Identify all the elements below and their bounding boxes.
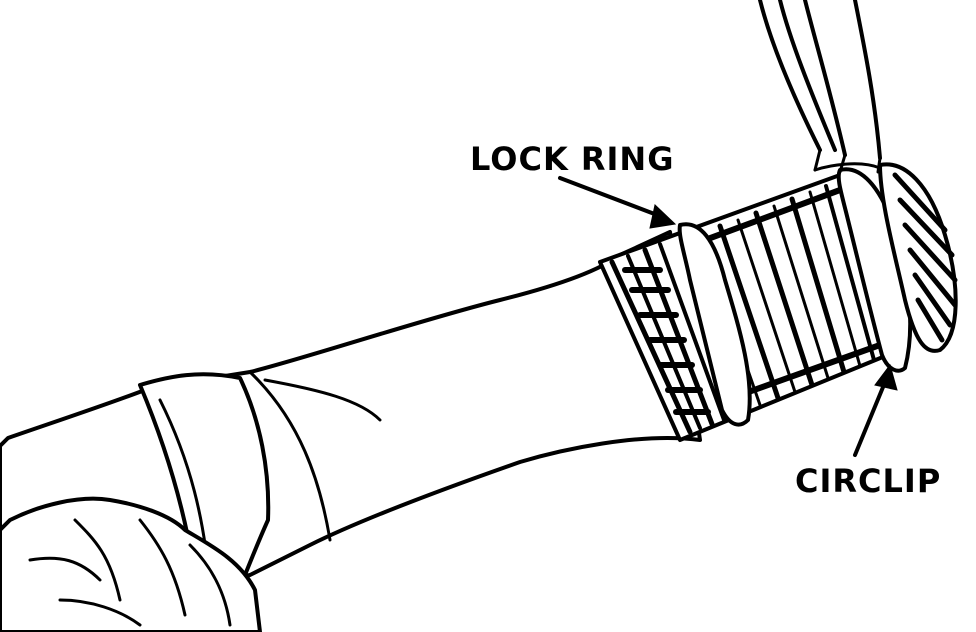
shaft-end-gear [878, 162, 958, 353]
circlip-label: CIRCLIP [795, 462, 941, 500]
lock-ring [677, 222, 752, 427]
lock-ring-label: LOCK RING [470, 140, 674, 178]
circlip-pliers-tool [758, 0, 882, 174]
spline-end-teeth [622, 267, 711, 415]
circlip-leader [853, 363, 898, 457]
cloth-rag [0, 496, 262, 632]
lock-ring-leader [558, 176, 677, 229]
